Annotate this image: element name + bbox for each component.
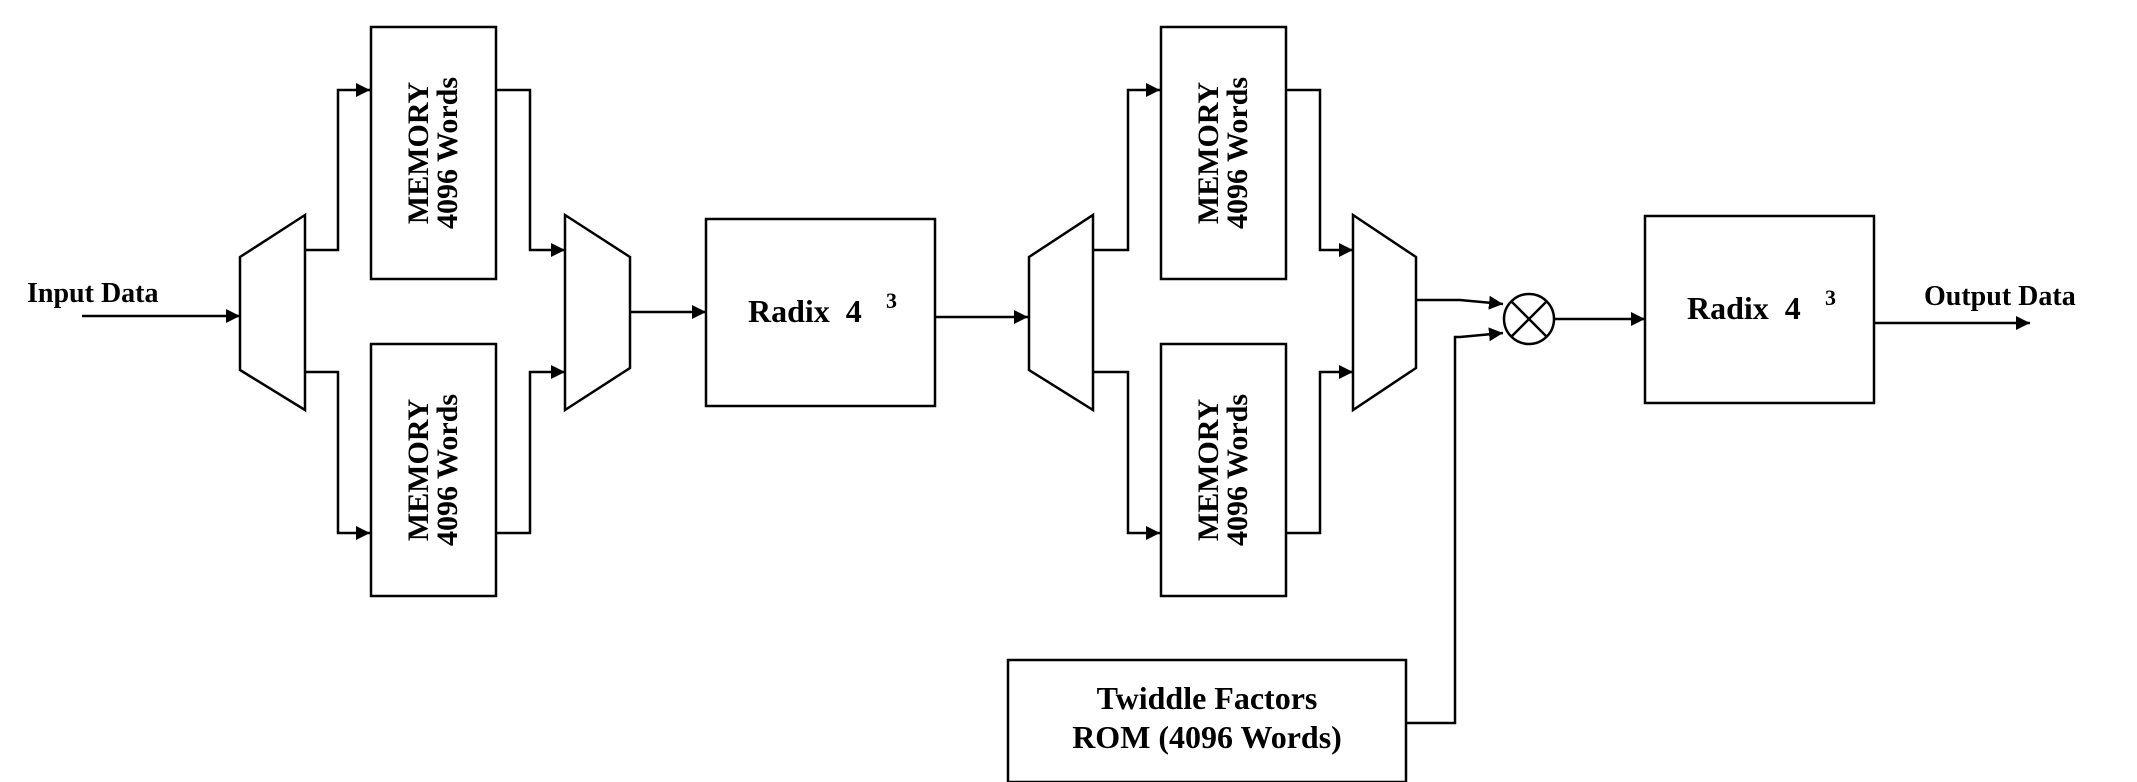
memory-4-to-mux-wire [1286, 365, 1353, 535]
memory-block-2: MEMORY 4096 Words [369, 342, 498, 598]
demux-to-memory-4-wire [1093, 370, 1160, 540]
demux-icon [238, 212, 307, 413]
demux-icon [1027, 212, 1095, 413]
memory-3-to-mux-wire [1286, 88, 1353, 257]
rom-size-label: ROM (4096 Words) [1072, 719, 1342, 755]
memory-2-to-mux-wire [496, 365, 565, 535]
radix-block-1: Radix 4 3 [704, 217, 937, 408]
output-data-label: Output Data [1924, 281, 2076, 312]
memory-label: MEMORY [402, 82, 435, 225]
memory-label: MEMORY [402, 399, 435, 542]
memory-1-to-mux-wire [496, 88, 565, 257]
memory-size-label: 4096 Words [1221, 77, 1254, 229]
twiddle-rom-block: Twiddle Factors ROM (4096 Words) [1006, 658, 1408, 782]
demux-to-memory-2-wire [305, 370, 370, 540]
radix-label: Radix 4 [748, 293, 862, 329]
input-data-label: Input Data [27, 278, 158, 309]
mux-icon [563, 212, 632, 413]
demux-to-memory-3-wire [1093, 83, 1160, 252]
memory-block-1: MEMORY 4096 Words [369, 25, 498, 281]
memory-size-label: 4096 Words [1221, 394, 1254, 546]
memory-block-3: MEMORY 4096 Words [1159, 25, 1288, 281]
radix-exponent: 3 [886, 288, 897, 313]
memory-block-4: MEMORY 4096 Words [1159, 342, 1288, 598]
mux-to-multiplier-wire [1416, 295, 1504, 310]
mux-icon [1351, 212, 1418, 413]
radix-exponent: 3 [1825, 285, 1836, 310]
memory-label: MEMORY [1192, 82, 1225, 225]
rom-to-multiplier-wire [1407, 327, 1504, 725]
multiplier-icon [1502, 292, 1556, 346]
radix-block-2: Radix 4 3 [1643, 214, 1876, 405]
rom-title: Twiddle Factors [1097, 680, 1318, 716]
radix-label: Radix 4 [1687, 290, 1801, 326]
demux-to-memory-1-wire [305, 83, 370, 252]
memory-size-label: 4096 Words [431, 77, 464, 229]
memory-size-label: 4096 Words [431, 394, 464, 546]
memory-label: MEMORY [1192, 399, 1225, 542]
